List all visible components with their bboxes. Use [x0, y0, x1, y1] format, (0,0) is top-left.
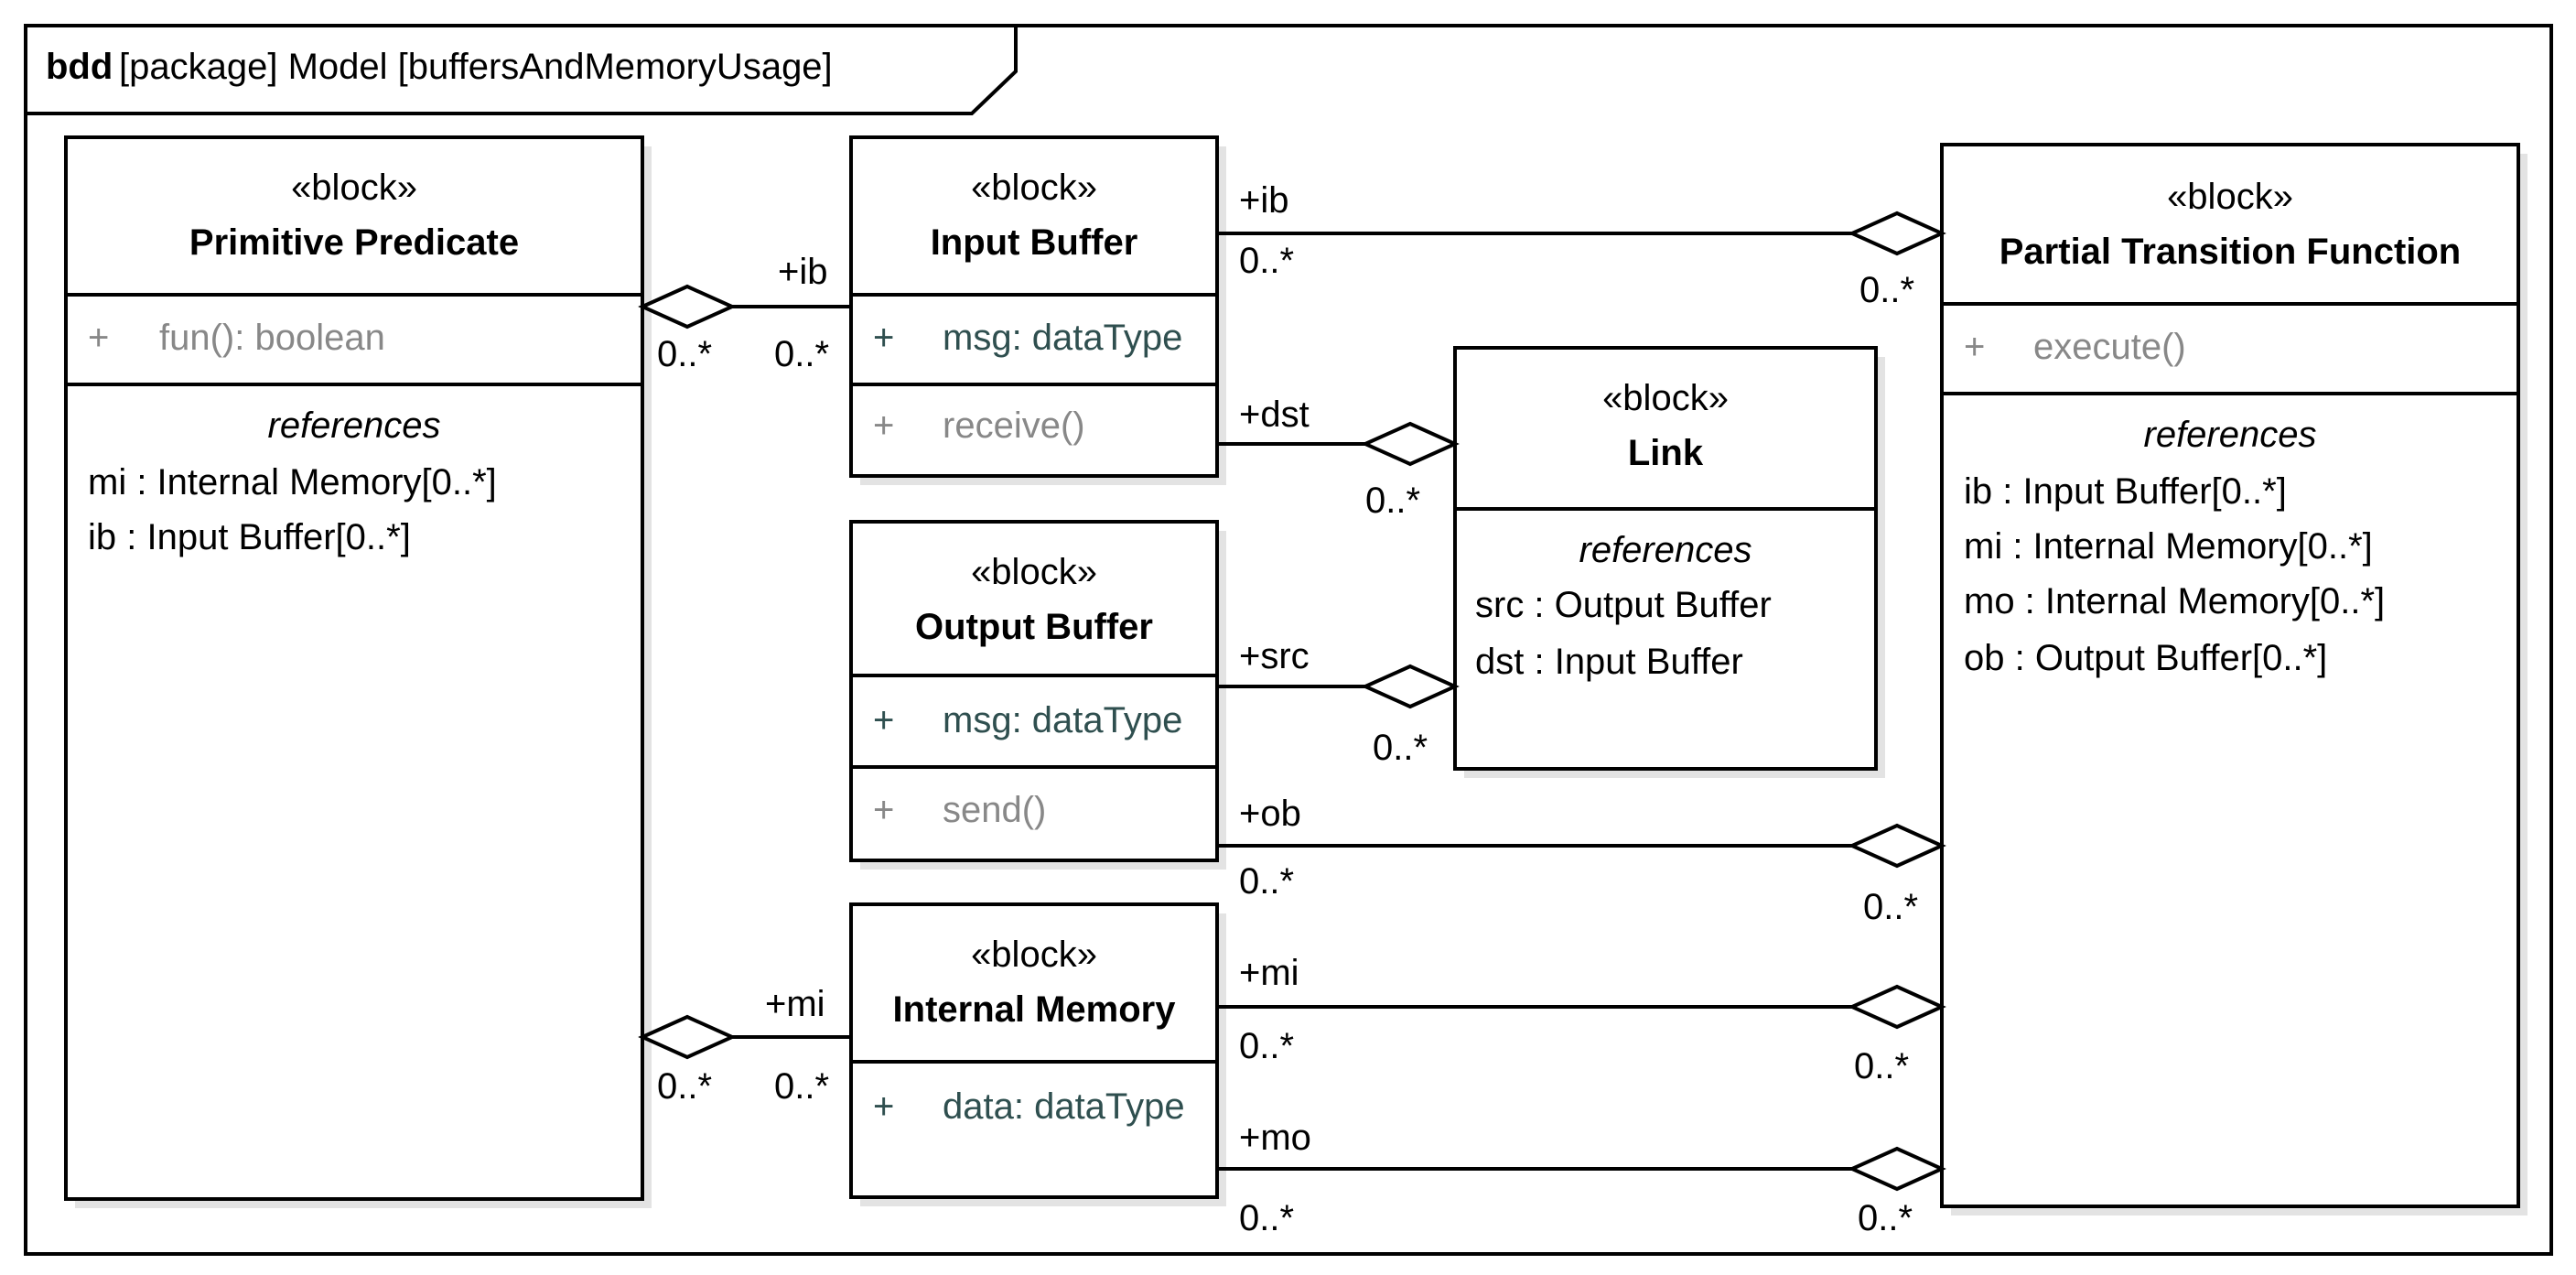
- association-ptf-ob[interactable]: +ob 0..* 0..*: [1217, 794, 1946, 927]
- multiplicity-whole: 0..*: [1365, 481, 1420, 521]
- multiplicity-near: 0..*: [1239, 861, 1294, 902]
- multiplicity-near: 0..*: [774, 1066, 829, 1107]
- frame-header-tab: [24, 24, 1018, 115]
- role-label: +mi: [1239, 953, 1299, 993]
- role-label: +src: [1239, 636, 1310, 676]
- operation-visibility: +: [1964, 327, 1985, 367]
- association-link-src[interactable]: +src 0..*: [1217, 636, 1460, 768]
- attribute-visibility: +: [873, 700, 894, 740]
- operation-send: send(): [943, 790, 1046, 830]
- multiplicity-whole: 0..*: [1854, 1046, 1909, 1086]
- block-name: Input Buffer: [931, 222, 1138, 263]
- block-output-buffer[interactable]: «block» Output Buffer + msg: dataType + …: [849, 520, 1219, 862]
- frame-kind: bdd: [46, 47, 113, 87]
- attribute-msg: msg: dataType: [943, 700, 1182, 740]
- block-stereotype: «block»: [971, 552, 1097, 592]
- association-pp-mi[interactable]: +mi 0..* 0..*: [638, 984, 851, 1107]
- reference-mo: mo : Internal Memory[0..*]: [1964, 581, 2385, 621]
- block-stereotype: «block»: [2167, 177, 2293, 217]
- reference-src: src : Output Buffer: [1475, 585, 1772, 625]
- association-ptf-ib[interactable]: +ib 0..* 0..*: [1217, 180, 1946, 310]
- reference-ib: ib : Input Buffer[0..*]: [1964, 471, 2287, 512]
- operation-visibility: +: [88, 318, 109, 358]
- multiplicity-near: 0..*: [1239, 1198, 1294, 1238]
- references-header: references: [268, 405, 441, 446]
- multiplicity-whole: 0..*: [657, 1066, 712, 1107]
- operation-execute: execute(): [2033, 327, 2186, 367]
- multiplicity-whole: 0..*: [1863, 887, 1918, 927]
- block-partial-transition-function[interactable]: «block» Partial Transition Function + ex…: [1940, 143, 2520, 1208]
- block-stereotype: «block»: [1602, 378, 1729, 418]
- multiplicity-near: 0..*: [774, 334, 829, 374]
- association-link-dst[interactable]: +dst 0..*: [1217, 394, 1460, 521]
- block-name: Link: [1628, 433, 1704, 473]
- block-internal-memory[interactable]: «block» Internal Memory + data: dataType: [849, 902, 1219, 1199]
- reference-mi: mi : Internal Memory[0..*]: [1964, 526, 2373, 567]
- multiplicity-near: 0..*: [1239, 241, 1294, 281]
- association-ptf-mi[interactable]: +mi 0..* 0..*: [1217, 953, 1946, 1086]
- attribute-visibility: +: [873, 318, 894, 358]
- block-stereotype: «block»: [971, 167, 1097, 208]
- reference-ob: ob : Output Buffer[0..*]: [1964, 638, 2327, 678]
- operation-visibility: +: [873, 405, 894, 446]
- multiplicity-whole: 0..*: [1858, 1198, 1913, 1238]
- role-label: +ob: [1239, 794, 1301, 834]
- reference-mi: mi : Internal Memory[0..*]: [88, 462, 497, 502]
- block-stereotype: «block»: [971, 935, 1097, 975]
- role-label: +dst: [1239, 394, 1310, 435]
- multiplicity-whole: 0..*: [1373, 728, 1428, 768]
- block-name: Output Buffer: [915, 607, 1153, 647]
- block-name: Partial Transition Function: [1999, 232, 2462, 272]
- attribute-visibility: +: [873, 1086, 894, 1127]
- attribute-msg: msg: dataType: [943, 318, 1182, 358]
- frame-header: [package] Model [buffersAndMemoryUsage]: [119, 47, 833, 87]
- block-link[interactable]: «block» Link references src : Output Buf…: [1453, 346, 1878, 771]
- diagram-frame: [24, 24, 2553, 1256]
- block-name: Primitive Predicate: [189, 222, 519, 263]
- references-header: references: [1579, 530, 1752, 570]
- attribute-data: data: dataType: [943, 1086, 1185, 1127]
- association-pp-ib[interactable]: +ib 0..* 0..*: [638, 252, 851, 374]
- block-name: Internal Memory: [893, 989, 1177, 1030]
- reference-dst: dst : Input Buffer: [1475, 642, 1743, 682]
- role-label: +ib: [778, 252, 828, 292]
- role-label: +ib: [1239, 180, 1289, 221]
- multiplicity-whole: 0..*: [657, 334, 712, 374]
- reference-ib: ib : Input Buffer[0..*]: [88, 517, 411, 557]
- references-header: references: [2144, 415, 2317, 455]
- block-input-buffer[interactable]: «block» Input Buffer + msg: dataType + r…: [849, 135, 1219, 478]
- role-label: +mi: [765, 984, 825, 1024]
- multiplicity-near: 0..*: [1239, 1026, 1294, 1066]
- role-label: +mo: [1239, 1118, 1311, 1158]
- multiplicity-whole: 0..*: [1859, 270, 1914, 310]
- block-stereotype: «block»: [291, 167, 417, 208]
- operation-visibility: +: [873, 790, 894, 830]
- association-ptf-mo[interactable]: +mo 0..* 0..*: [1217, 1118, 1946, 1238]
- block-primitive-predicate[interactable]: «block» Primitive Predicate + fun(): boo…: [64, 135, 644, 1201]
- operation-fun: fun(): boolean: [159, 318, 385, 358]
- operation-receive: receive(): [943, 405, 1085, 446]
